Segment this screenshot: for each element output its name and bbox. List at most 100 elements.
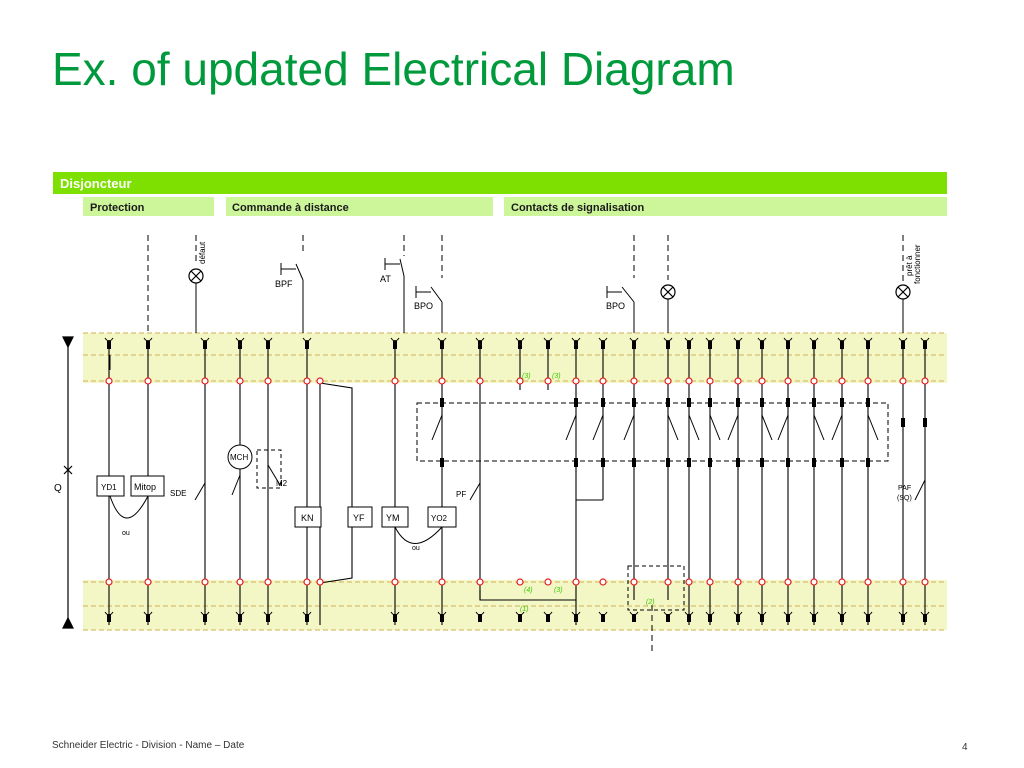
terminal-ring <box>236 377 244 385</box>
terminal-block <box>440 614 444 622</box>
terminal-ring <box>201 377 209 385</box>
terminal-block <box>518 614 522 622</box>
terminal-ring <box>438 578 446 586</box>
section-protection <box>83 197 214 216</box>
terminal-ring <box>105 377 113 385</box>
section-commande <box>226 197 493 216</box>
terminal-ring <box>685 377 693 385</box>
red-terminals <box>105 377 929 586</box>
top-terminals <box>104 337 930 349</box>
terminal-ring <box>838 578 846 586</box>
pushbutton-icon <box>280 258 635 333</box>
terminal-block <box>901 341 905 349</box>
terminal-ring <box>544 578 552 586</box>
annotation-4: (4) <box>524 587 533 594</box>
terminal-ring <box>921 377 929 385</box>
footer-text: Schneider Electric - Division - Name – D… <box>52 740 245 751</box>
label-paf: PAF <box>898 485 911 492</box>
label-pret: prêt à <box>905 255 914 276</box>
terminal-ring <box>864 377 872 385</box>
contact-block <box>440 458 444 467</box>
contact-block <box>574 398 578 407</box>
terminal-block <box>107 614 111 622</box>
terminal-ring <box>264 578 272 586</box>
terminal-block <box>393 614 397 622</box>
label-ou-2: ou <box>412 545 420 552</box>
contact-block <box>666 398 670 407</box>
q-label: Q <box>54 483 62 494</box>
contact-block <box>840 458 844 467</box>
contact-block <box>866 458 870 467</box>
label-ou-1: ou <box>122 530 130 537</box>
terminal-block <box>393 341 397 349</box>
terminal-ring <box>316 377 324 385</box>
q-arrow <box>62 336 74 629</box>
lamp-icon <box>188 268 911 300</box>
bottom-dashed-box <box>627 565 685 611</box>
terminal-ring <box>784 377 792 385</box>
terminal-block <box>632 614 636 622</box>
contact-block <box>812 398 816 407</box>
terminal-block <box>478 614 482 622</box>
terminal-block <box>546 614 550 622</box>
circuit-wires <box>108 340 926 625</box>
terminal-ring <box>758 578 766 586</box>
terminal-block <box>518 341 522 349</box>
component-yd1: YD1 <box>101 483 117 492</box>
terminal-ring <box>476 377 484 385</box>
terminal-ring <box>316 578 324 586</box>
terminal-block <box>786 614 790 622</box>
terminal-ring <box>236 578 244 586</box>
terminal-ring <box>706 377 714 385</box>
contact-block <box>786 458 790 467</box>
terminal-block <box>146 614 150 622</box>
terminal-ring <box>572 377 580 385</box>
terminal-ring <box>438 377 446 385</box>
terminal-block <box>601 614 605 622</box>
terminal-block <box>478 341 482 349</box>
terminal-block <box>866 614 870 622</box>
contact-block <box>901 418 905 427</box>
contact-block <box>923 418 927 427</box>
bottom-terminals <box>104 611 930 622</box>
terminal-block <box>440 341 444 349</box>
terminal-ring <box>921 578 929 586</box>
terminal-ring <box>838 377 846 385</box>
terminal-ring <box>544 377 552 385</box>
terminal-ring <box>303 578 311 586</box>
terminal-block <box>601 341 605 349</box>
section-label-commande: Commande à distance <box>232 202 349 214</box>
component-yo2: YO2 <box>431 514 448 523</box>
terminal-ring <box>734 578 742 586</box>
terminal-block <box>687 614 691 622</box>
terminal-block <box>203 614 207 622</box>
terminal-ring <box>572 578 580 586</box>
terminal-block <box>708 614 712 622</box>
label-bpo-2: BPO <box>606 301 625 311</box>
ou-curves <box>109 495 443 544</box>
header-bar <box>53 172 947 194</box>
component-ym: YM <box>386 513 400 523</box>
terminal-block <box>812 341 816 349</box>
page-number: 4 <box>962 742 968 753</box>
contact-block <box>736 458 740 467</box>
component-kn: KN <box>301 513 314 523</box>
section-label-protection: Protection <box>90 202 145 214</box>
contact-block <box>708 458 712 467</box>
terminal-ring <box>476 578 484 586</box>
terminal-block <box>238 341 242 349</box>
label-fonctionner: fonctionner <box>913 244 922 284</box>
terminal-block <box>574 341 578 349</box>
annotation-2: (2) <box>646 599 655 606</box>
contact-block <box>440 398 444 407</box>
terminal-ring <box>264 377 272 385</box>
contact-block <box>574 458 578 467</box>
contact-block <box>601 458 605 467</box>
terminal-ring <box>664 578 672 586</box>
terminal-ring <box>391 377 399 385</box>
terminal-block <box>574 614 578 622</box>
terminal-block <box>632 341 636 349</box>
contact-block <box>687 398 691 407</box>
terminal-ring <box>810 377 818 385</box>
